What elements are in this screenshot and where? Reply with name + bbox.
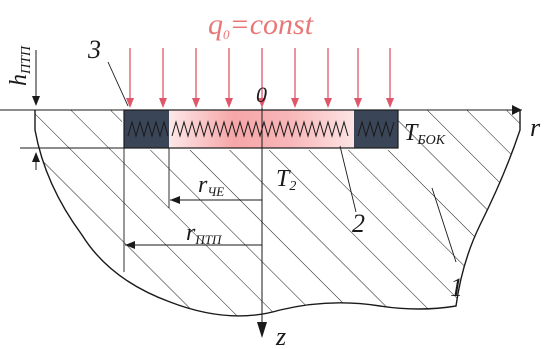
h-arrow-top (32, 96, 40, 106)
t2-label: T2 (276, 166, 296, 194)
heater-wire-right (357, 120, 395, 138)
z-axis-arrowhead (257, 322, 267, 338)
q0-label: q0=const (208, 8, 314, 42)
z-axis-label: z (275, 322, 286, 349)
part-number-3: 3 (87, 35, 101, 64)
r-che-label: rЧЕ (198, 172, 224, 199)
r-che-arrowhead (170, 196, 180, 204)
h-ptp-label: hПТП (6, 45, 34, 86)
part-number-1: 1 (450, 273, 463, 302)
heat-flux-arrows (126, 48, 394, 108)
r-ptp-arrowhead (125, 241, 135, 249)
leader-2 (339, 145, 357, 213)
h-arrow-bottom (32, 152, 40, 162)
r-axis-arrowhead (512, 105, 522, 115)
heater-wire-center (171, 120, 349, 138)
r-axis-label: r (530, 113, 541, 142)
heater-wire-left (127, 120, 169, 138)
t-side-label: TБОК (404, 120, 446, 148)
leader-3 (107, 61, 129, 107)
part-number-2: 2 (352, 209, 365, 238)
leader-1 (431, 187, 457, 263)
origin-label: 0 (256, 82, 267, 107)
r-ptp-label: rПТП (186, 220, 223, 247)
